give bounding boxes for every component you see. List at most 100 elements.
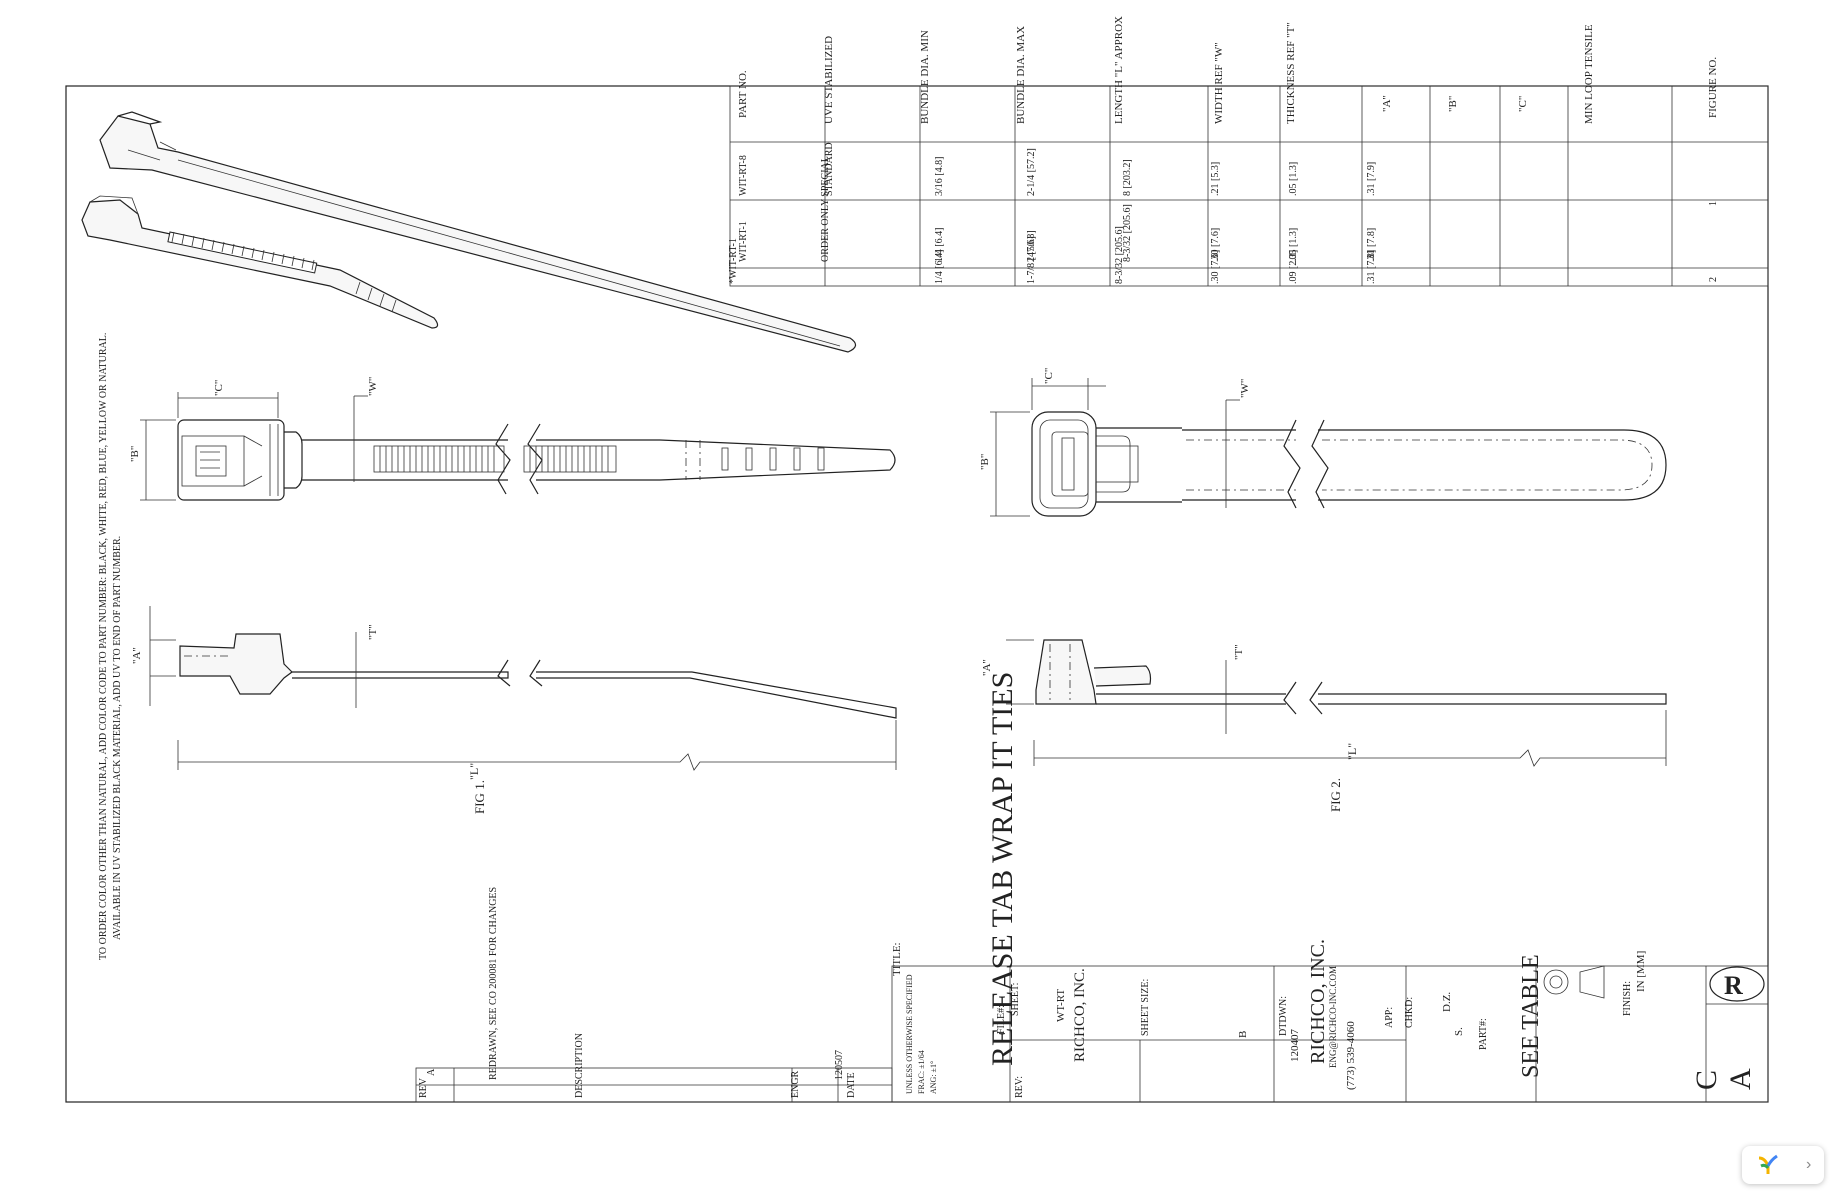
tolerance-label: UNLESS OTHERWISE SPECIFIED: [905, 974, 914, 1094]
app-label: APP:: [1384, 1007, 1395, 1028]
chevron-right-icon: ›: [1805, 1156, 1812, 1173]
table-cell: 1/4 [6.4]: [934, 250, 945, 284]
fig1-dim-b: "B": [129, 446, 141, 462]
rev-row-rev: A: [426, 1068, 437, 1076]
rev-row-date: 120507: [834, 1050, 845, 1080]
table-cell: .31 [7.9]: [1366, 162, 1377, 196]
iso-tie-large: [99, 111, 857, 353]
engr-header: ENGR: [790, 1070, 801, 1098]
spec-table: PART NO. UVE STABILIZED BUNDLE DIA. MIN …: [728, 16, 1769, 287]
richco-logo: R: [1709, 966, 1765, 1002]
description-header: DESCRIPTION: [574, 1033, 585, 1098]
rev-header: REV: [418, 1077, 429, 1098]
sheet-border: [65, 85, 1769, 1103]
col-header-figure: FIGURE NO.: [1707, 57, 1719, 118]
viewer-widget-button[interactable]: ›: [1742, 1146, 1824, 1184]
fig2-dim-w: "W": [1239, 379, 1251, 398]
rev-big: A: [1724, 1068, 1757, 1090]
size-big: C: [1690, 1070, 1723, 1090]
revision-block: REV A DESCRIPTION REDRAWN, SEE CO 200081…: [415, 887, 893, 1103]
col-header-a: "A": [1381, 95, 1393, 112]
sheet-size-label: SHEET SIZE:: [1140, 979, 1151, 1036]
units-label: IN [MM]: [1635, 951, 1647, 992]
table-cell: 1-7/8 [47.6]: [1026, 236, 1037, 284]
company-name-small: RICHCO, INC.: [1072, 968, 1088, 1062]
dtdwn-label: DTDWN:: [1278, 996, 1289, 1036]
col-header-uve: UVE STABILIZED: [823, 36, 835, 124]
table-cell: 8-3/32 [205.6]: [1122, 204, 1133, 262]
fig1-label: FIG 1.: [472, 780, 487, 814]
dtdwn-value: 120407: [1289, 1029, 1301, 1063]
company-phone: (773) 539-4060: [1345, 1021, 1357, 1090]
logo-text: R: [1724, 971, 1743, 1000]
table-cell: 1/4 [6.4]: [934, 228, 945, 262]
table-cell: 2: [1708, 277, 1719, 282]
table-cell: *WIT-RT-1: [728, 238, 739, 284]
title-label: TITLE:: [891, 942, 903, 976]
table-cell: .30 [7.6]: [1210, 228, 1221, 262]
tolerance-ang: ANG: ±1°: [929, 1061, 938, 1094]
fig1-dim-c: "C": [213, 380, 225, 396]
sheet-size-value: B: [1237, 1031, 1249, 1038]
table-cell: .31 [7.8]: [1366, 228, 1377, 262]
fig2-dim-a: "A": [981, 659, 993, 676]
viewer-logo-icon: [1758, 1154, 1778, 1174]
note-line-2: AVAILABLE IN UV STABILIZED BLACK MATERIA…: [112, 536, 123, 940]
fig1-dim-l: "L": [467, 763, 481, 780]
col-header-width: WIDTH REF "W": [1213, 42, 1225, 124]
fig1-serration: [373, 445, 617, 473]
table-cell: 3/16 [4.8]: [934, 157, 945, 196]
title-block: TITLE: UNLESS OTHERWISE SPECIFIED FRAC: …: [891, 672, 1769, 1103]
table-cell: 8-3/32 [205.6]: [1114, 226, 1125, 284]
fig1-dim-t: "T": [367, 624, 379, 640]
col-header-c: "C": [1517, 96, 1529, 112]
chkd-label: CHKD:: [1404, 997, 1415, 1028]
finish-label: FINISH:: [1622, 981, 1633, 1016]
notes: TO ORDER COLOR OTHER THAN NATURAL, ADD C…: [98, 333, 123, 960]
fig2-top-view: "C" "B" "W": [979, 368, 1667, 517]
fig2-label: FIG 2.: [1328, 778, 1343, 812]
part-label: PART#:: [1478, 1018, 1489, 1050]
table-cell: 1: [1708, 201, 1719, 206]
sheet-label: SHEET:: [1010, 983, 1021, 1016]
table-cell: 2 [50.8]: [1026, 230, 1037, 262]
company-email: ENG@RICHCO-INC.COM: [1328, 966, 1338, 1068]
table-cell: .31 [7.8]: [1366, 250, 1377, 284]
file-label: FILE#:: [996, 1005, 1007, 1034]
table-cell: .30 [7.6]: [1210, 250, 1221, 284]
date-header: DATE: [846, 1072, 857, 1098]
fig1-side-view: "A" "T" "L" FIG 1.: [131, 606, 897, 814]
col-header-b: "B": [1447, 96, 1459, 112]
table-cell: .05 [1.3]: [1288, 228, 1299, 262]
iso-tie-small: [81, 195, 439, 329]
part-value: SEE TABLE: [1518, 954, 1544, 1078]
fig2-dim-t: "T": [1233, 644, 1245, 660]
app-value: D.Z.: [1441, 992, 1453, 1012]
table-cell: .05 [1.3]: [1288, 162, 1299, 196]
col-header-tensile: MIN LOOP TENSILE: [1583, 24, 1595, 124]
col-header-bundle-max: BUNDLE DIA. MAX: [1015, 26, 1027, 124]
fig1-top-view: "C" "B" "W": [129, 377, 896, 501]
fig1-dim-w: "W": [367, 377, 379, 396]
fig2-dim-l: "L": [1345, 743, 1359, 760]
file-value: WT-RT: [1055, 989, 1067, 1022]
third-angle-projection-icon: [1543, 965, 1605, 999]
rev-row-description: REDRAWN, SEE CO 200081 FOR CHANGES: [488, 887, 499, 1080]
table-cell: 8 [203.2]: [1122, 159, 1133, 196]
table-cell: ORDER ONLY SPECIAL: [820, 156, 831, 262]
col-header-length: LENGTH "L" APPROX: [1113, 16, 1125, 124]
table-cell: STANDARD: [824, 142, 835, 196]
table-cell: .09 [2.3]: [1288, 250, 1299, 284]
drawing-title: RELEASE TAB WRAP IT TIES: [986, 672, 1019, 1066]
company-name: RICHCO, INC.: [1307, 939, 1329, 1064]
table-cell: 2-1/4 [57.2]: [1026, 148, 1037, 196]
fig2-side-view: "A" "T" "L" FIG 2.: [981, 639, 1667, 812]
col-header-bundle-min: BUNDLE DIA. MIN: [919, 30, 931, 124]
table-cell: WIT-RT-8: [738, 155, 749, 196]
col-header-thickness: THICKNESS REF "T": [1285, 22, 1297, 124]
chkd-value: S.: [1453, 1027, 1465, 1036]
fig1-dim-a: "A": [131, 647, 143, 664]
fig2-dim-b: "B": [979, 454, 991, 470]
rev-label: REV:: [1014, 1076, 1025, 1098]
